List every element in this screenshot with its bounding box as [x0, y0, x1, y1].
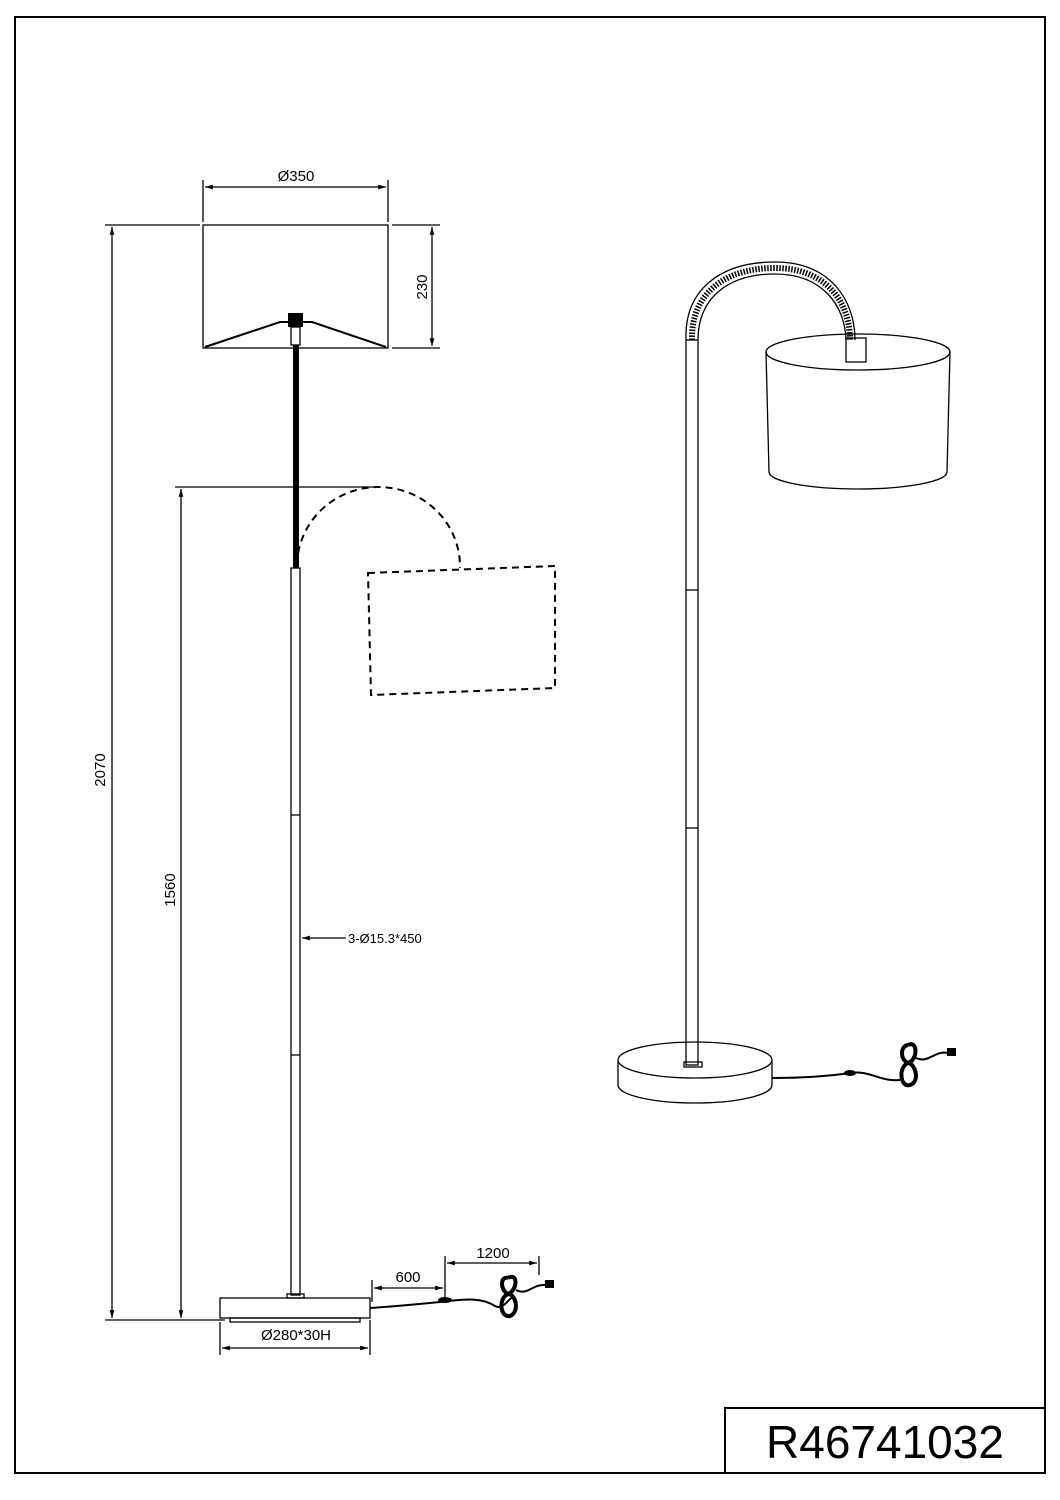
socket-perspective	[845, 337, 867, 363]
arm-alternate-position	[296, 486, 462, 569]
drawing-border	[14, 16, 1046, 1474]
perspective-view-lamp	[617, 261, 956, 1104]
gooseneck	[688, 264, 853, 341]
lamp-shade	[202, 224, 389, 349]
pole	[290, 567, 301, 1296]
shade-alternate-position	[366, 564, 556, 697]
base-label: Ø280*30H	[261, 1327, 331, 1344]
pole-perspective	[685, 339, 699, 1066]
flexible-arm	[293, 345, 299, 568]
cord-to-switch-label: 600	[395, 1269, 420, 1286]
cord-coil	[499, 1274, 518, 1319]
power-cord	[369, 1296, 516, 1309]
cord-switch	[438, 1297, 452, 1303]
front-view-lamp	[202, 224, 556, 1323]
cord-coil-perspective	[899, 1042, 918, 1088]
shade-height-label: 230	[414, 274, 431, 299]
dimensions: Ø350 230 2070 1560 3-Ø15.3*450 600 1200 …	[92, 168, 540, 1355]
pole-tubes-label: 3-Ø15.3*450	[348, 931, 422, 946]
arc-height-label: 1560	[162, 873, 179, 906]
base	[219, 1297, 371, 1319]
power-cord-perspective	[771, 1071, 901, 1082]
model-number: R46741032	[766, 1416, 1004, 1468]
shade-bottom	[768, 471, 948, 490]
socket	[288, 313, 303, 327]
base-perspective	[617, 1060, 773, 1104]
title-block: R46741032	[724, 1407, 1046, 1474]
switch-to-plug-label: 1200	[476, 1245, 509, 1262]
total-height-label: 2070	[92, 753, 109, 786]
shade-diameter-label: Ø350	[278, 168, 315, 185]
shade-top	[765, 333, 951, 371]
plug	[545, 1280, 554, 1288]
